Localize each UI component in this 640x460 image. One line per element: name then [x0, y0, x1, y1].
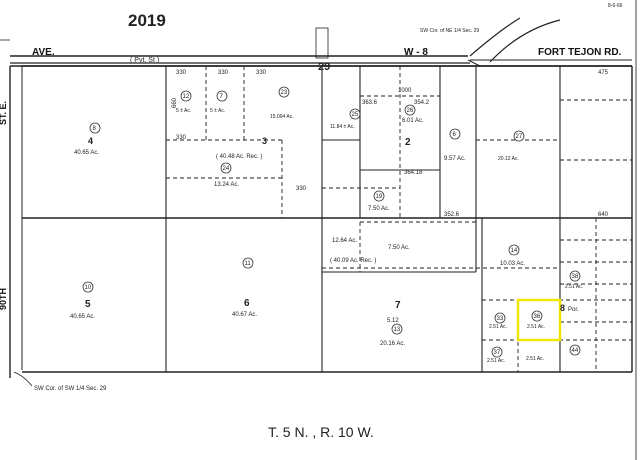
svg-text:6.01 Ac.: 6.01 Ac. — [402, 118, 424, 124]
svg-text:363.6: 363.6 — [362, 100, 378, 106]
svg-text:5 ± Ac.: 5 ± Ac. — [176, 108, 191, 114]
sw-corner-note: SW Cor. of SW 1/4 Sec. 29 — [34, 386, 107, 392]
parcel-num-44: 44 — [572, 348, 579, 354]
map-year: 2019 — [128, 11, 166, 30]
dimension-labels: 330 330 330 330 330 660 1000 363.6 364.1… — [172, 70, 609, 218]
parcel-num-14: 14 — [511, 248, 518, 254]
lot-label-4: 4 — [88, 136, 93, 146]
highlighted-parcel[interactable] — [516, 298, 562, 342]
township-caption: T. 5 N. , R. 10 W. — [268, 424, 374, 440]
lot-label-6: 6 — [244, 298, 250, 309]
parcel-num-12: 12 — [183, 94, 190, 100]
parcel-markers: 8 7 12 23 24 25 26 6 19 27 14 10 11 13 3… — [82, 86, 581, 358]
lot-label-7: 7 — [395, 300, 401, 311]
lot-label-5: 5 — [85, 299, 91, 310]
svg-text:354.2: 354.2 — [414, 100, 430, 106]
svg-text:2.51 Ac.: 2.51 Ac. — [526, 356, 544, 362]
svg-text:20.12 Ac.: 20.12 Ac. — [498, 156, 519, 162]
parcel-num-36: 36 — [534, 314, 541, 320]
svg-text:7.50 Ac.: 7.50 Ac. — [368, 206, 390, 212]
road-label-avenue: AVE. — [32, 47, 55, 58]
parcel-num-8: 8 — [93, 126, 97, 132]
svg-text:5 ± Ac.: 5 ± Ac. — [210, 108, 225, 114]
acreage-labels: 40.65 Ac. 5 ± Ac. 5 ± Ac. 15.094 Ac. 13.… — [70, 108, 583, 364]
road-label-w8: W - 8 — [404, 47, 428, 58]
svg-text:364.18: 364.18 — [404, 170, 423, 176]
corner-note: 8-6-66 — [608, 3, 623, 9]
svg-text:13.24 Ac.: 13.24 Ac. — [214, 182, 239, 188]
road-label-fort-tejon: FORT TEJON RD. — [538, 47, 622, 58]
section-number: 29 — [318, 61, 330, 73]
parcel-num-25: 25 — [352, 112, 359, 118]
lot-label-2: 2 — [405, 137, 411, 148]
svg-text:2.51 Ac.: 2.51 Ac. — [487, 358, 505, 364]
lot-label-8: 8 — [560, 303, 565, 313]
parcel-num-33: 33 — [497, 316, 504, 322]
parcel-num-7: 7 — [220, 94, 224, 100]
svg-text:330: 330 — [256, 70, 267, 76]
svg-text:40.67 Ac.: 40.67 Ac. — [232, 312, 257, 318]
svg-text:640: 640 — [598, 212, 609, 218]
svg-text:7.50 Ac.: 7.50 Ac. — [388, 245, 410, 251]
parcel-num-27: 27 — [516, 134, 523, 140]
parcel-num-19: 19 — [376, 194, 383, 200]
road-label-pvt-st: ( Pvt. St ) — [130, 57, 159, 64]
parcel-num-11: 11 — [245, 261, 252, 267]
svg-text:40.65 Ac.: 40.65 Ac. — [70, 314, 95, 320]
svg-text:475: 475 — [598, 70, 609, 76]
svg-text:660: 660 — [172, 97, 178, 108]
sw-corner-leader — [13, 371, 33, 387]
svg-text:330: 330 — [296, 186, 307, 192]
svg-text:9.57 Ac.: 9.57 Ac. — [444, 156, 466, 162]
svg-text:330: 330 — [176, 135, 187, 141]
svg-text:1000: 1000 — [398, 88, 412, 94]
svg-text:2.51 Ac.: 2.51 Ac. — [489, 324, 507, 330]
lot-label-por: Por. — [568, 307, 579, 313]
parcel-num-23: 23 — [281, 90, 288, 96]
svg-text:2.51 Ac.: 2.51 Ac. — [565, 284, 583, 290]
svg-text:352.6: 352.6 — [444, 212, 460, 218]
svg-text:40.65 Ac.: 40.65 Ac. — [74, 150, 99, 156]
parcel-lines — [165, 66, 561, 372]
parcel-num-10: 10 — [85, 285, 92, 291]
svg-text:12.64 Ac.: 12.64 Ac. — [332, 238, 357, 244]
parcel-num-38: 38 — [572, 274, 579, 280]
road-intersection-marker — [315, 27, 329, 59]
parcel-num-24: 24 — [223, 166, 230, 172]
parcel-num-37: 37 — [494, 350, 501, 356]
svg-text:11.84 ± Ac.: 11.84 ± Ac. — [330, 124, 355, 130]
svg-text:2.51 Ac.: 2.51 Ac. — [527, 324, 545, 330]
svg-text:( 40.48 Ac. Rec. ): ( 40.48 Ac. Rec. ) — [216, 154, 262, 160]
svg-text:330: 330 — [176, 70, 187, 76]
svg-text:( 40.09 Ac. Rec. ): ( 40.09 Ac. Rec. ) — [330, 258, 376, 264]
svg-text:5.12: 5.12 — [387, 318, 399, 324]
parcel-num-6: 6 — [453, 132, 457, 138]
road-label-st-e: ST. E. — [0, 101, 8, 125]
survey-note-ne: SW Cor. of NE 1/4 Sec. 29 — [420, 28, 479, 34]
road-label-90th: 90TH — [0, 288, 8, 310]
lot-label-3: 3 — [262, 136, 267, 146]
svg-text:330: 330 — [218, 70, 229, 76]
svg-text:20.16 Ac.: 20.16 Ac. — [380, 341, 405, 347]
parcel-num-26: 26 — [407, 108, 414, 114]
svg-text:15.094 Ac.: 15.094 Ac. — [270, 114, 294, 120]
section-boundary — [22, 65, 633, 373]
dashed-lines — [166, 66, 632, 372]
svg-text:10.03 Ac.: 10.03 Ac. — [500, 261, 525, 267]
parcel-num-13: 13 — [394, 327, 401, 333]
